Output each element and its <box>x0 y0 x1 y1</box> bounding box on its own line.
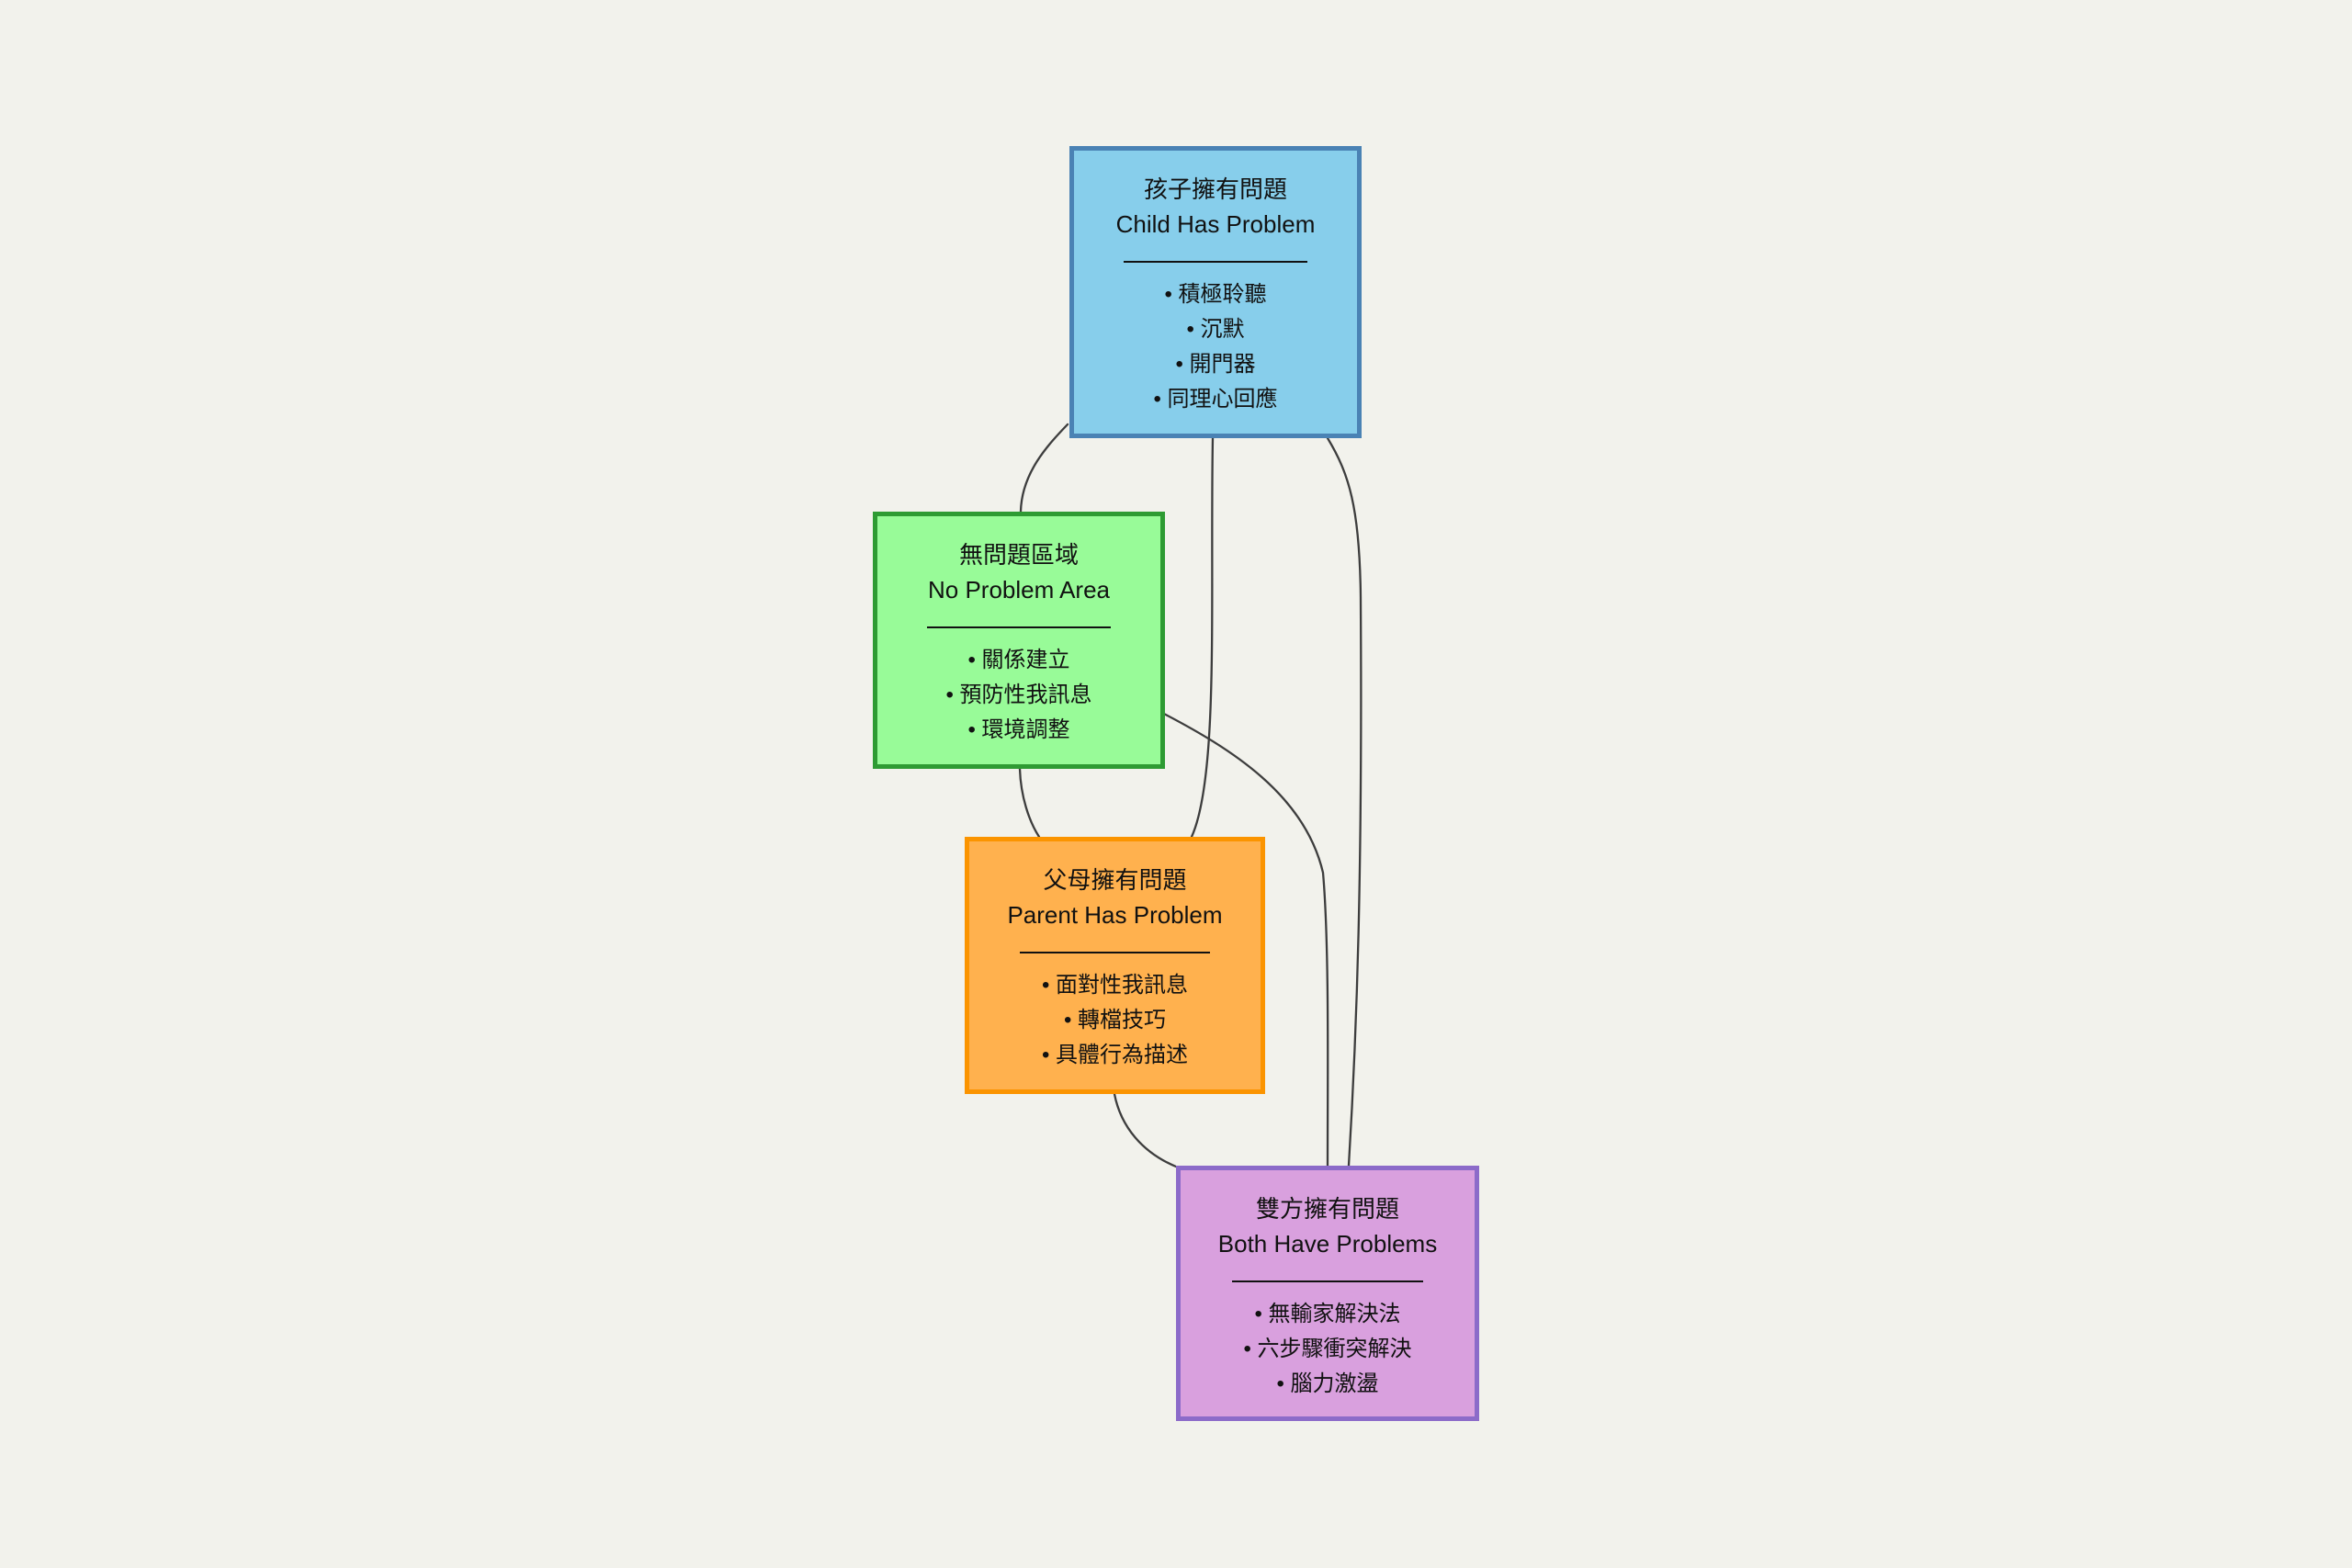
bullet-item: 關係建立 <box>877 643 1160 678</box>
bullet-item: 轉檔技巧 <box>969 1003 1261 1038</box>
node-title-en: Both Have Problems <box>1217 1230 1438 1258</box>
node-title-zh: 孩子擁有問題 <box>1143 175 1287 203</box>
bullet-item: 開門器 <box>1074 347 1357 382</box>
edge-child-has-problem-to-both-have-problems <box>1326 436 1363 1168</box>
node-bullet-list: 面對性我訊息轉檔技巧具體行為描述 <box>969 968 1261 1073</box>
node-bullet-list: 無輸家解決法六步驟衝突解決腦力激盪 <box>1181 1297 1475 1402</box>
node-bullet-list: 積極聆聽沉默開門器同理心回應 <box>1074 277 1357 417</box>
node-parent-has-problem: 父母擁有問題 Parent Has Problem 面對性我訊息轉檔技巧具體行為描述 <box>965 837 1265 1094</box>
bullet-item: 腦力激盪 <box>1181 1367 1475 1402</box>
node-divider <box>1123 261 1308 263</box>
node-divider <box>926 626 1112 628</box>
bullet-item: 預防性我訊息 <box>877 678 1160 713</box>
bullet-item: 面對性我訊息 <box>969 968 1261 1003</box>
node-child-has-problem: 孩子擁有問題 Child Has Problem 積極聆聽沉默開門器同理心回應 <box>1069 146 1362 438</box>
node-divider <box>1020 952 1210 953</box>
node-title-zh: 父母擁有問題 <box>1043 866 1187 894</box>
node-title-en: Child Has Problem <box>1115 210 1316 238</box>
bullet-item: 沉默 <box>1074 312 1357 347</box>
bullet-item: 無輸家解決法 <box>1181 1297 1475 1332</box>
edge-no-problem-area-to-parent-has-problem <box>1018 767 1041 839</box>
node-title-zh: 雙方擁有問題 <box>1255 1195 1399 1223</box>
bullet-item: 具體行為描述 <box>969 1038 1261 1073</box>
node-divider <box>1232 1280 1423 1282</box>
node-bullet-list: 關係建立預防性我訊息環境調整 <box>877 643 1160 748</box>
bullet-item: 六步驟衝突解決 <box>1181 1332 1475 1367</box>
node-title-en: No Problem Area <box>928 576 1110 604</box>
node-no-problem-area: 無問題區域 No Problem Area 關係建立預防性我訊息環境調整 <box>873 512 1165 769</box>
bullet-item: 積極聆聽 <box>1074 277 1357 312</box>
edge-child-has-problem-to-no-problem-area <box>1019 423 1069 513</box>
node-title-zh: 無問題區域 <box>958 541 1079 569</box>
bullet-item: 環境調整 <box>877 713 1160 748</box>
node-title-en: Parent Has Problem <box>1007 901 1223 929</box>
edge-no-problem-area-to-both-have-problems <box>1160 711 1329 1168</box>
edge-child-has-problem-to-parent-has-problem <box>1190 436 1215 839</box>
edge-parent-has-problem-to-both-have-problems <box>1113 1092 1178 1168</box>
node-both-have-problems: 雙方擁有問題 Both Have Problems 無輸家解決法六步驟衝突解決腦力激… <box>1176 1166 1479 1421</box>
bullet-item: 同理心回應 <box>1074 382 1357 417</box>
